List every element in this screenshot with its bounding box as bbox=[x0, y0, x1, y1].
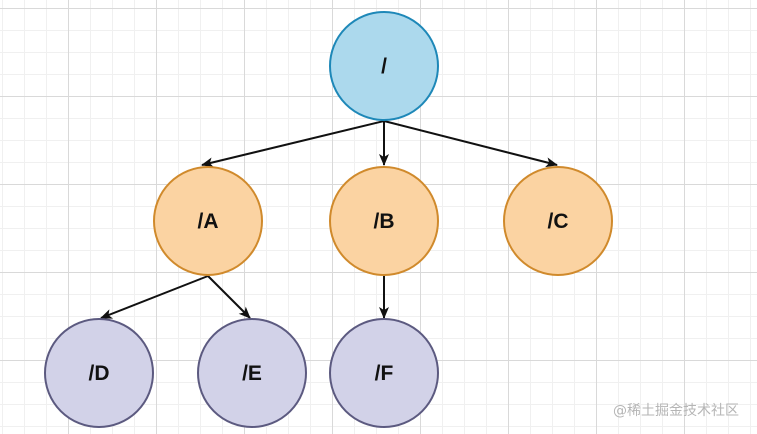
edge-root-to-c bbox=[383, 120, 558, 168]
node-e-circle bbox=[197, 318, 307, 428]
node-c: /C bbox=[503, 166, 613, 276]
node-d-circle bbox=[44, 318, 154, 428]
node-c-label: /C bbox=[548, 210, 569, 233]
node-root-circle bbox=[329, 11, 439, 121]
nodes-layer: / /A/B/C/D/E/F bbox=[44, 11, 613, 428]
watermark-text: @稀土掘金技术社区 bbox=[613, 403, 739, 419]
node-f-label: /F bbox=[375, 362, 394, 385]
node-a: /A bbox=[153, 166, 263, 276]
node-e: /E bbox=[197, 318, 307, 428]
node-c-circle bbox=[503, 166, 613, 276]
node-root: / bbox=[329, 11, 439, 121]
node-b-circle bbox=[329, 166, 439, 276]
node-f: /F bbox=[329, 318, 439, 428]
node-a-circle bbox=[153, 166, 263, 276]
node-root-label: / bbox=[381, 55, 387, 78]
node-b: /B bbox=[329, 166, 439, 276]
node-a-label: /A bbox=[198, 210, 219, 233]
edges-layer bbox=[100, 120, 558, 319]
node-d: /D bbox=[44, 318, 154, 428]
node-b-label: /B bbox=[374, 210, 395, 233]
node-d-label: /D bbox=[89, 362, 110, 385]
edge-root-to-a bbox=[201, 120, 385, 168]
edge-a-to-d bbox=[100, 275, 209, 319]
node-f-circle bbox=[329, 318, 439, 428]
node-e-label: /E bbox=[242, 362, 262, 385]
edge-a-to-e bbox=[207, 275, 251, 319]
